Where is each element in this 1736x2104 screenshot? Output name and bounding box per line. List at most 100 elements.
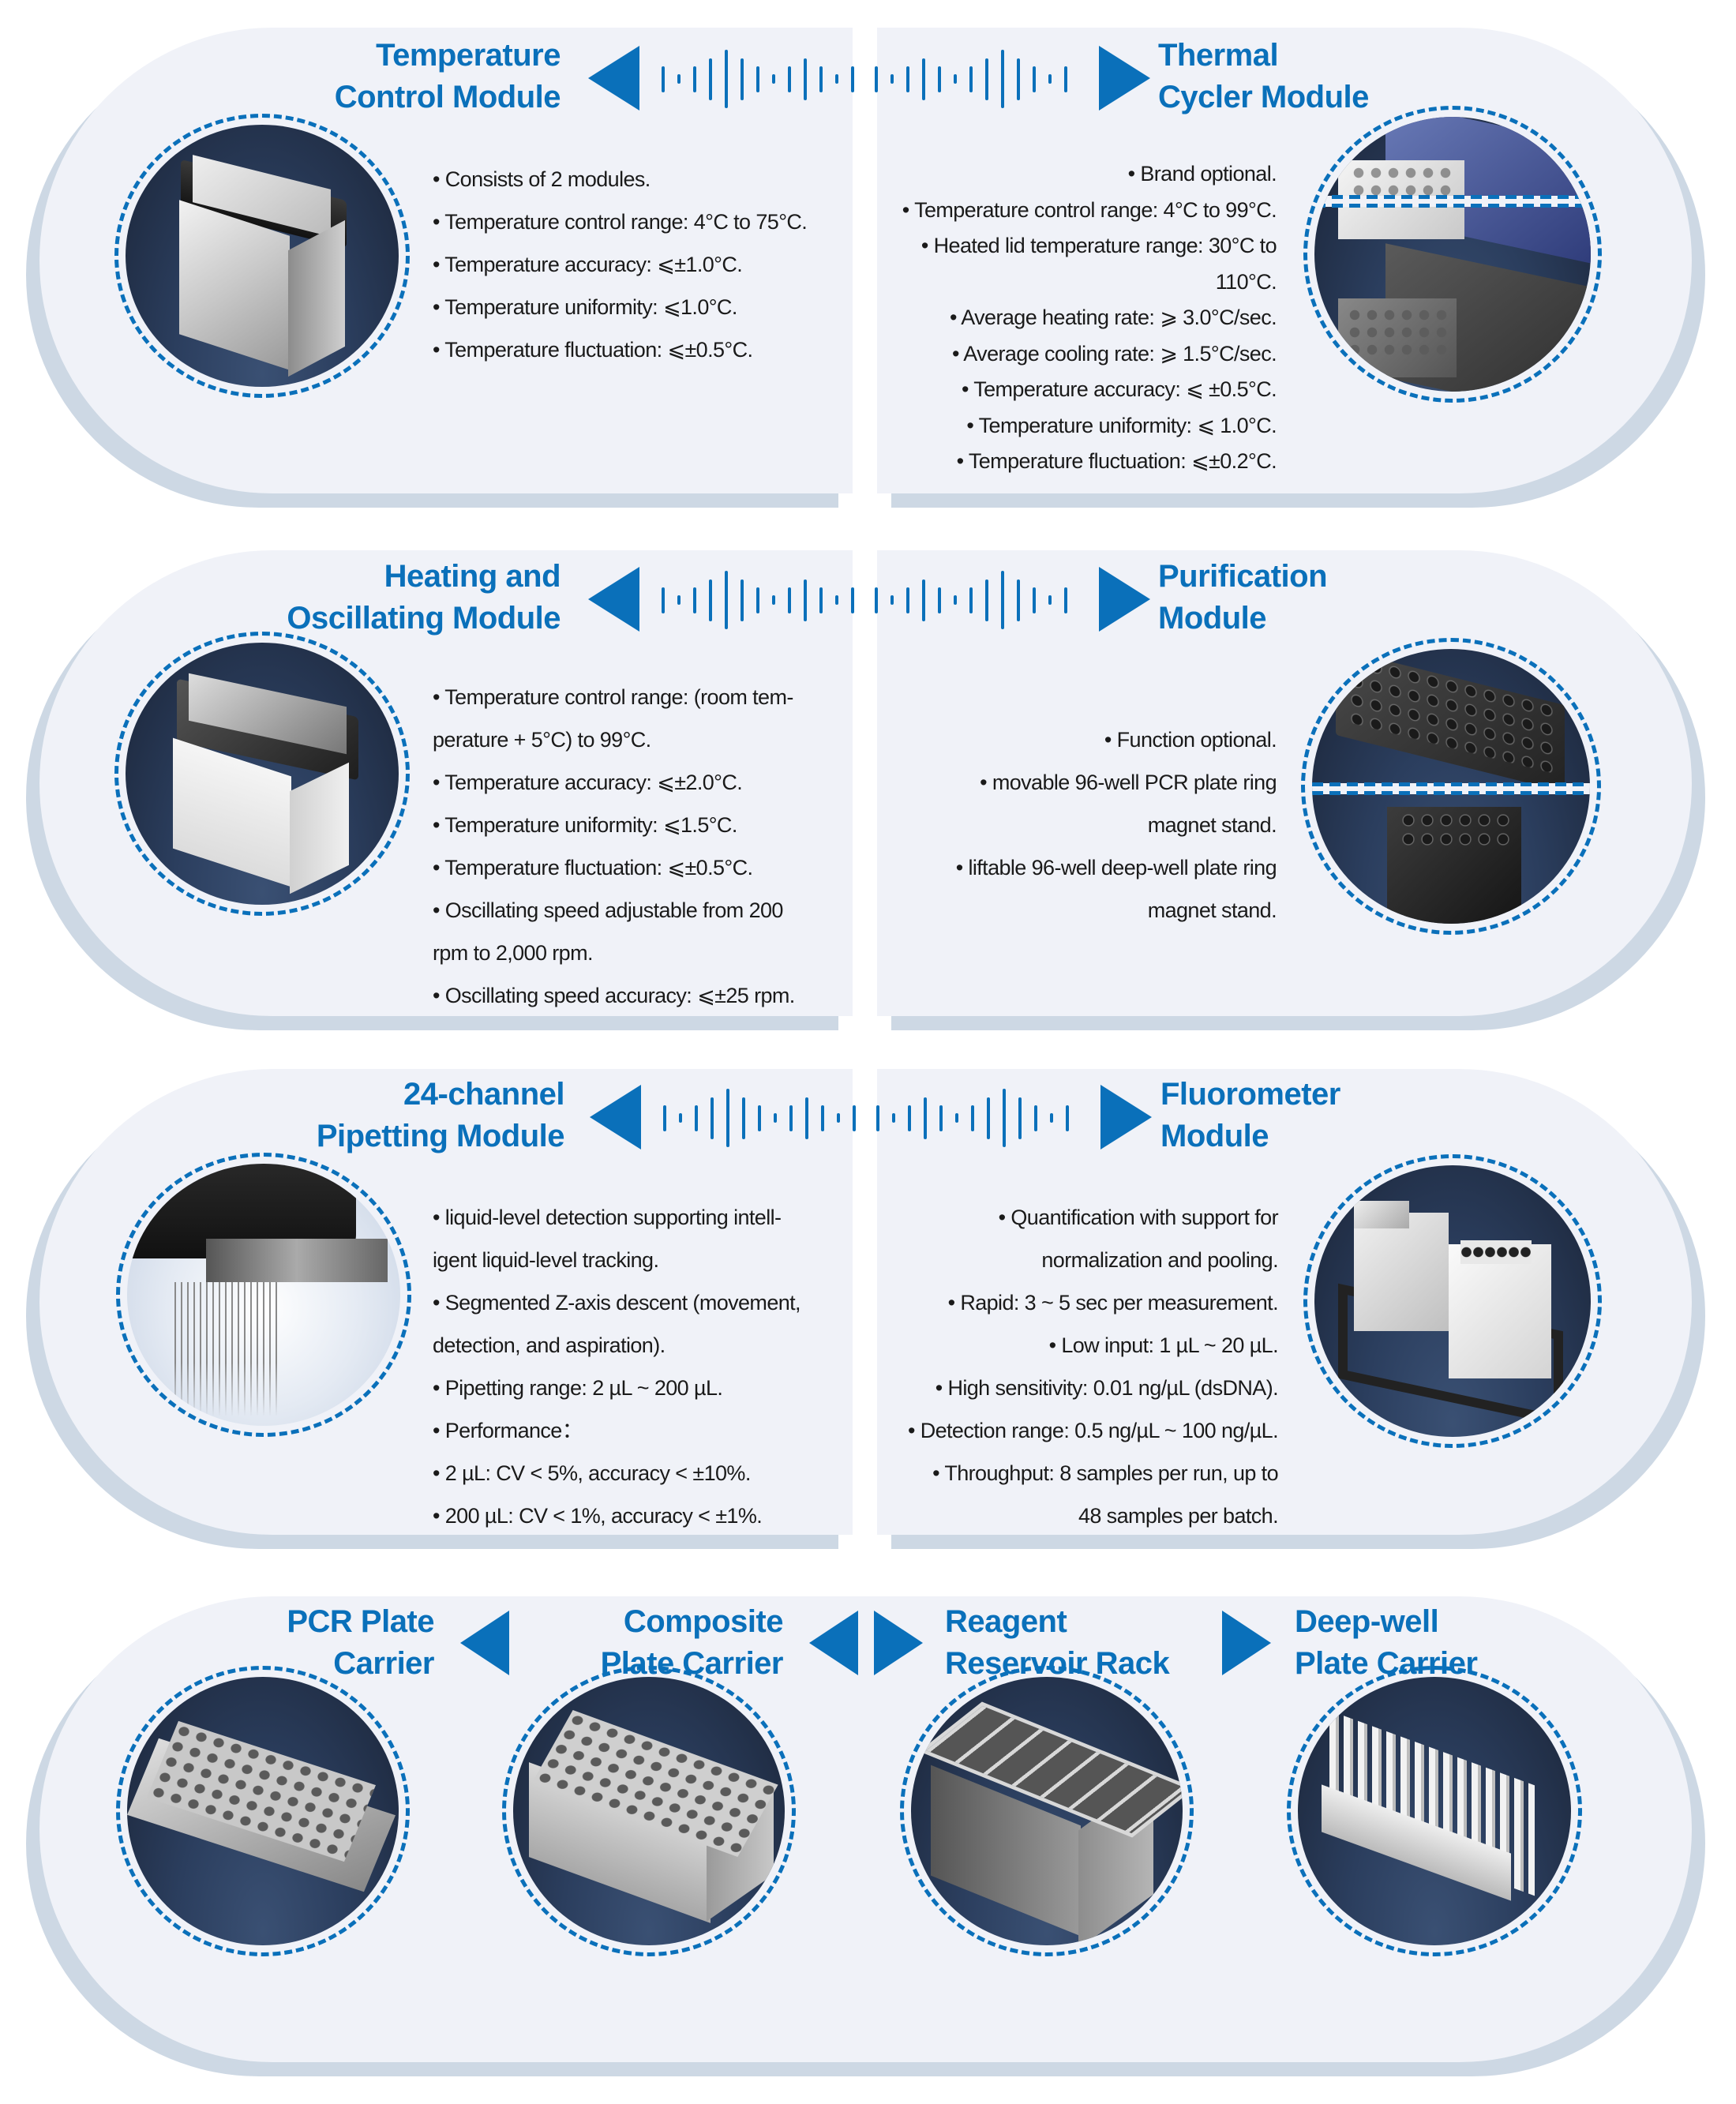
waveform-bar <box>1001 571 1004 629</box>
spec-item: • Pipetting range: 2 µL ~ 200 µL. <box>433 1376 723 1400</box>
waveform-bar <box>955 1113 958 1123</box>
title-line-1: Deep-well <box>1295 1604 1439 1639</box>
reagent-reservoir-rack-image <box>911 1677 1183 1945</box>
waveform-bar <box>853 1105 856 1131</box>
waveform-bar <box>837 1113 840 1123</box>
spec-item: • 200 µL: CV < 1%, accuracy < ±1%. <box>433 1504 763 1528</box>
spec-item: • movable 96-well PCR plate ring <box>980 771 1277 794</box>
waveform-bar <box>709 58 712 100</box>
spec-item: perature + 5°C) to 99°C. <box>433 728 651 752</box>
spec-item: rpm to 2,000 rpm. <box>433 941 593 965</box>
spec-item: • Quantification with support for <box>998 1206 1279 1229</box>
spec-item: • Segmented Z-axis descent (movement, <box>433 1291 801 1315</box>
spec-item: magnet stand. <box>1147 898 1277 922</box>
spec-item: • Temperature fluctuation: ⩽±0.5°C. <box>433 338 753 362</box>
spec-item: • Temperature fluctuation: ⩽±0.5°C. <box>433 856 753 879</box>
purification-title: Purification Module <box>1158 556 1328 639</box>
arrow-right-icon <box>1099 46 1150 111</box>
image-ring <box>1303 106 1602 403</box>
waveform-bar <box>662 66 665 92</box>
thermal-cycler-specs: • Brand optional. • Temperature control … <box>902 156 1277 480</box>
waveform-bar <box>693 587 696 613</box>
title-line-2: Module <box>1160 1119 1269 1153</box>
title-line-1: PCR Plate <box>287 1604 434 1639</box>
spec-item: • Oscillating speed adjustable from 200 <box>433 898 783 922</box>
fluorometer-title: Fluorometer Module <box>1160 1074 1340 1157</box>
spec-item: • Temperature control range: (room tem- <box>433 685 793 709</box>
spec-item: • Average heating rate: ⩾ 3.0°C/sec. <box>949 306 1277 329</box>
waveform-bar <box>819 66 823 92</box>
waveform-bar <box>726 1089 729 1147</box>
spec-item: 48 samples per batch. <box>1078 1504 1279 1528</box>
waveform-bar <box>876 1105 879 1131</box>
waveform-bar <box>938 587 941 613</box>
arrow-right-icon <box>874 1611 923 1675</box>
waveform-bar <box>890 74 894 84</box>
waveform-bar <box>804 579 807 621</box>
waveform-bar <box>709 579 712 621</box>
image-divider <box>1312 782 1590 795</box>
spec-item: • Temperature control range: 4°C to 75°C… <box>433 210 808 234</box>
title-line-1: Composite <box>623 1604 784 1639</box>
waveform-bar <box>725 571 728 629</box>
spec-item: • Temperature control range: 4°C to 99°C… <box>902 197 1277 222</box>
image-ring <box>114 114 410 398</box>
arrow-right-icon <box>1222 1611 1271 1675</box>
spec-item: • Temperature accuracy: ⩽±2.0°C. <box>433 771 743 794</box>
spec-item: • Low input: 1 µL ~ 20 µL. <box>1048 1333 1279 1357</box>
deep-well-plate-carrier-image <box>1298 1677 1571 1945</box>
waveform-bar <box>663 1105 666 1131</box>
waveform-bar <box>971 1105 974 1131</box>
spec-item: detection, and aspiration). <box>433 1333 666 1357</box>
spec-item: • 2 µL: CV < 5%, accuracy < ±10%. <box>433 1461 751 1485</box>
waveform-bar <box>741 579 744 621</box>
waveform-bar <box>922 579 925 621</box>
pipetting-specs: • liquid-level detection supporting inte… <box>433 1196 801 1537</box>
title-line-1: Thermal <box>1158 38 1279 73</box>
waveform-bar <box>1003 1089 1006 1147</box>
spec-item: • Temperature uniformity: ⩽1.0°C. <box>433 295 737 319</box>
heating-oscillating-title: Heating and Oscillating Module <box>287 556 561 639</box>
waveform-bar <box>756 587 759 613</box>
arrow-left-icon <box>590 1085 641 1150</box>
waveform-bar <box>677 74 681 84</box>
title-line-2: Cycler Module <box>1158 80 1369 114</box>
waveform-bar <box>1050 1113 1053 1123</box>
waveform-bar <box>742 1097 745 1139</box>
arrow-right-icon <box>1100 1085 1152 1150</box>
pcr-plate-carrier-image <box>127 1677 399 1945</box>
spec-item: normalization and pooling. <box>1041 1248 1278 1272</box>
waveform-bar <box>662 587 665 613</box>
waveform-icon <box>868 36 1067 122</box>
fluorometer-specs: • Quantification with support for normal… <box>907 1196 1279 1537</box>
spec-item: • Consists of 2 modules. <box>433 167 651 191</box>
image-ring <box>114 632 410 916</box>
waveform-bar <box>1048 595 1052 605</box>
image-ring <box>502 1666 796 1956</box>
spec-item: • Brand optional. <box>1127 162 1277 186</box>
image-ring <box>116 1153 411 1437</box>
title-line-1: Purification <box>1158 559 1328 594</box>
spec-item: magnet stand. <box>1147 813 1277 837</box>
image-ring <box>900 1666 1194 1956</box>
waveform-bar <box>774 1113 777 1123</box>
spec-item: • Rapid: 3 ~ 5 sec per measurement. <box>947 1291 1279 1315</box>
waveform-bar <box>679 1113 682 1123</box>
waveform-bar <box>922 58 925 100</box>
spec-item: • Temperature uniformity: ⩽1.5°C. <box>433 813 737 837</box>
waveform-icon <box>657 1075 856 1161</box>
waveform-bar <box>758 1105 761 1131</box>
title-line-1: Temperature <box>376 38 561 73</box>
spec-item: • liftable 96-well deep-well plate ring <box>955 856 1277 879</box>
thermal-cycler-title: Thermal Cycler Module <box>1158 35 1369 118</box>
waveform-bar <box>969 587 973 613</box>
waveform-bar <box>772 595 775 605</box>
image-ring <box>1301 638 1601 935</box>
waveform-bar <box>1048 74 1052 84</box>
title-line-2: Control Module <box>334 80 561 114</box>
title-line-1: Reagent <box>945 1604 1067 1639</box>
waveform-bar <box>875 66 878 92</box>
spec-item: • Detection range: 0.5 ng/µL ~ 100 ng/µL… <box>907 1419 1279 1442</box>
waveform-bar <box>725 50 728 108</box>
title-line-2: Carrier <box>333 1646 434 1681</box>
